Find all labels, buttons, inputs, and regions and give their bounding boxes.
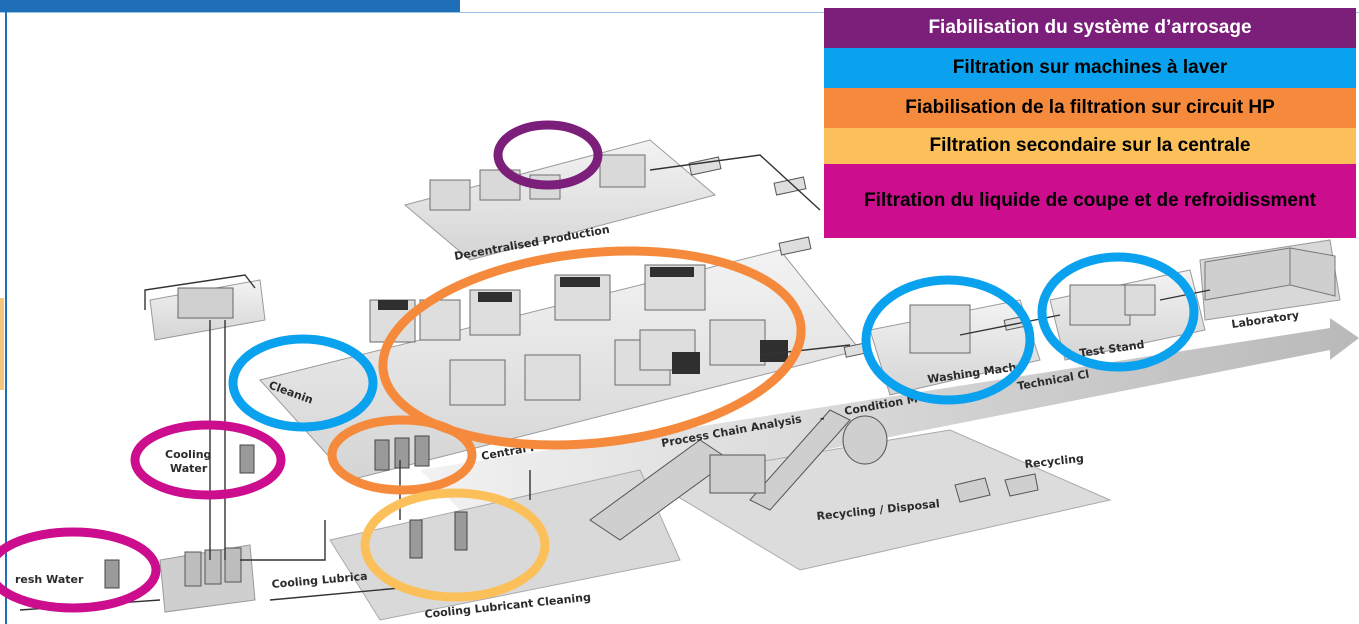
highlight-yellow-cleaning: [360, 488, 550, 602]
legend-item: Filtration du liquide de coupe et de ref…: [824, 164, 1356, 238]
highlight-magenta-fresh-water: [0, 527, 161, 613]
laboratory-walls: [1204, 247, 1336, 301]
legend-item-label: Fiabilisation du système d’arrosage: [928, 17, 1252, 38]
tanks: [184, 547, 242, 587]
cooler-unit: [177, 287, 234, 319]
frame-left-line: [5, 12, 7, 624]
legend-item: Fiabilisation de la filtration sur circu…: [824, 88, 1356, 128]
platform-cooling-lubricant: [329, 469, 681, 621]
legend-item-label: Filtration secondaire sur la centrale: [929, 135, 1251, 156]
legend-item: Fiabilisation du système d’arrosage: [824, 8, 1356, 48]
legend-item-label: Fiabilisation de la filtration sur circu…: [905, 97, 1275, 118]
highlight-purple-sprinkler: [493, 120, 603, 190]
legend-item-label: Filtration sur machines à laver: [952, 57, 1228, 78]
washing-machine: [909, 284, 1156, 354]
legend-item: Filtration secondaire sur la centrale: [824, 128, 1356, 164]
highlight-magenta-cooling-water: [130, 420, 286, 500]
pipes: [19, 154, 1211, 611]
label-recycling: Recycling: [1024, 452, 1084, 471]
highlight-blue-cleaning: [228, 334, 378, 432]
highlight-blue-test-stand: [1037, 252, 1199, 372]
label-fresh-water: resh Water: [15, 573, 84, 586]
machines-decentralised: [429, 154, 646, 211]
legend-item: Filtration sur machines à laver: [824, 48, 1356, 88]
highlight-blue-washing: [861, 275, 1035, 405]
label-cooling-water-1: Cooling: [165, 448, 211, 461]
recycling-equipment: [589, 409, 1039, 541]
machine-tops: [378, 267, 788, 374]
highlight-orange-pumps: [327, 415, 477, 495]
legend: Fiabilisation du système d’arrosage Filt…: [824, 8, 1356, 238]
frame-top-line: [0, 12, 1359, 13]
highlight-orange-central: [378, 246, 806, 450]
pumps: [104, 435, 468, 589]
title-bar: [0, 0, 460, 12]
legend-item-label: Filtration du liquide de coupe et de ref…: [864, 190, 1316, 211]
label-cooling-water-2: Water: [170, 462, 208, 475]
edge-tab: [0, 298, 4, 390]
conveyors: [688, 156, 1029, 358]
label-dash: -: [820, 412, 825, 425]
label-cooling-lubricant: Cooling Lubrica: [271, 570, 368, 591]
